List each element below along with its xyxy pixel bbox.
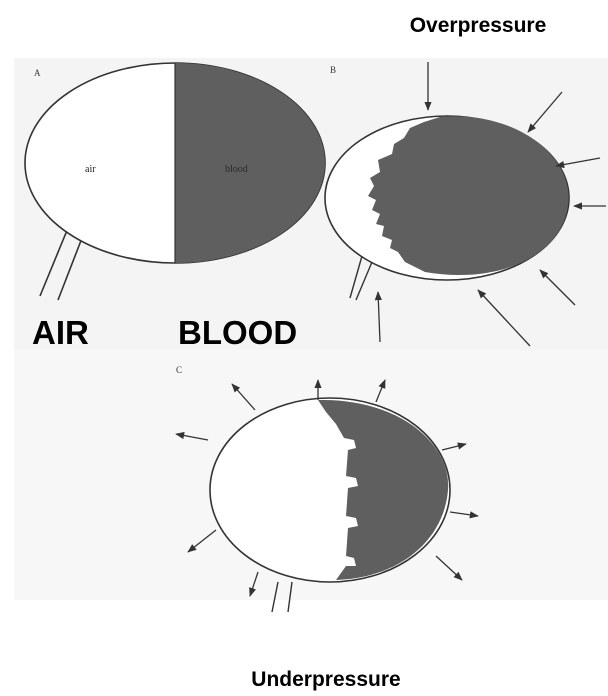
panel-a-letter: A — [34, 68, 41, 78]
blood-label: BLOOD — [178, 314, 297, 351]
underpressure-title: Underpressure — [251, 668, 400, 691]
panel-a-air-label: air — [85, 164, 96, 175]
panel-b-letter: B — [330, 65, 336, 75]
panel-c-letter: C — [176, 365, 182, 375]
overpressure-title: Overpressure — [410, 14, 547, 37]
panel-a-blood-label: blood — [225, 164, 248, 175]
air-label: AIR — [32, 314, 89, 351]
